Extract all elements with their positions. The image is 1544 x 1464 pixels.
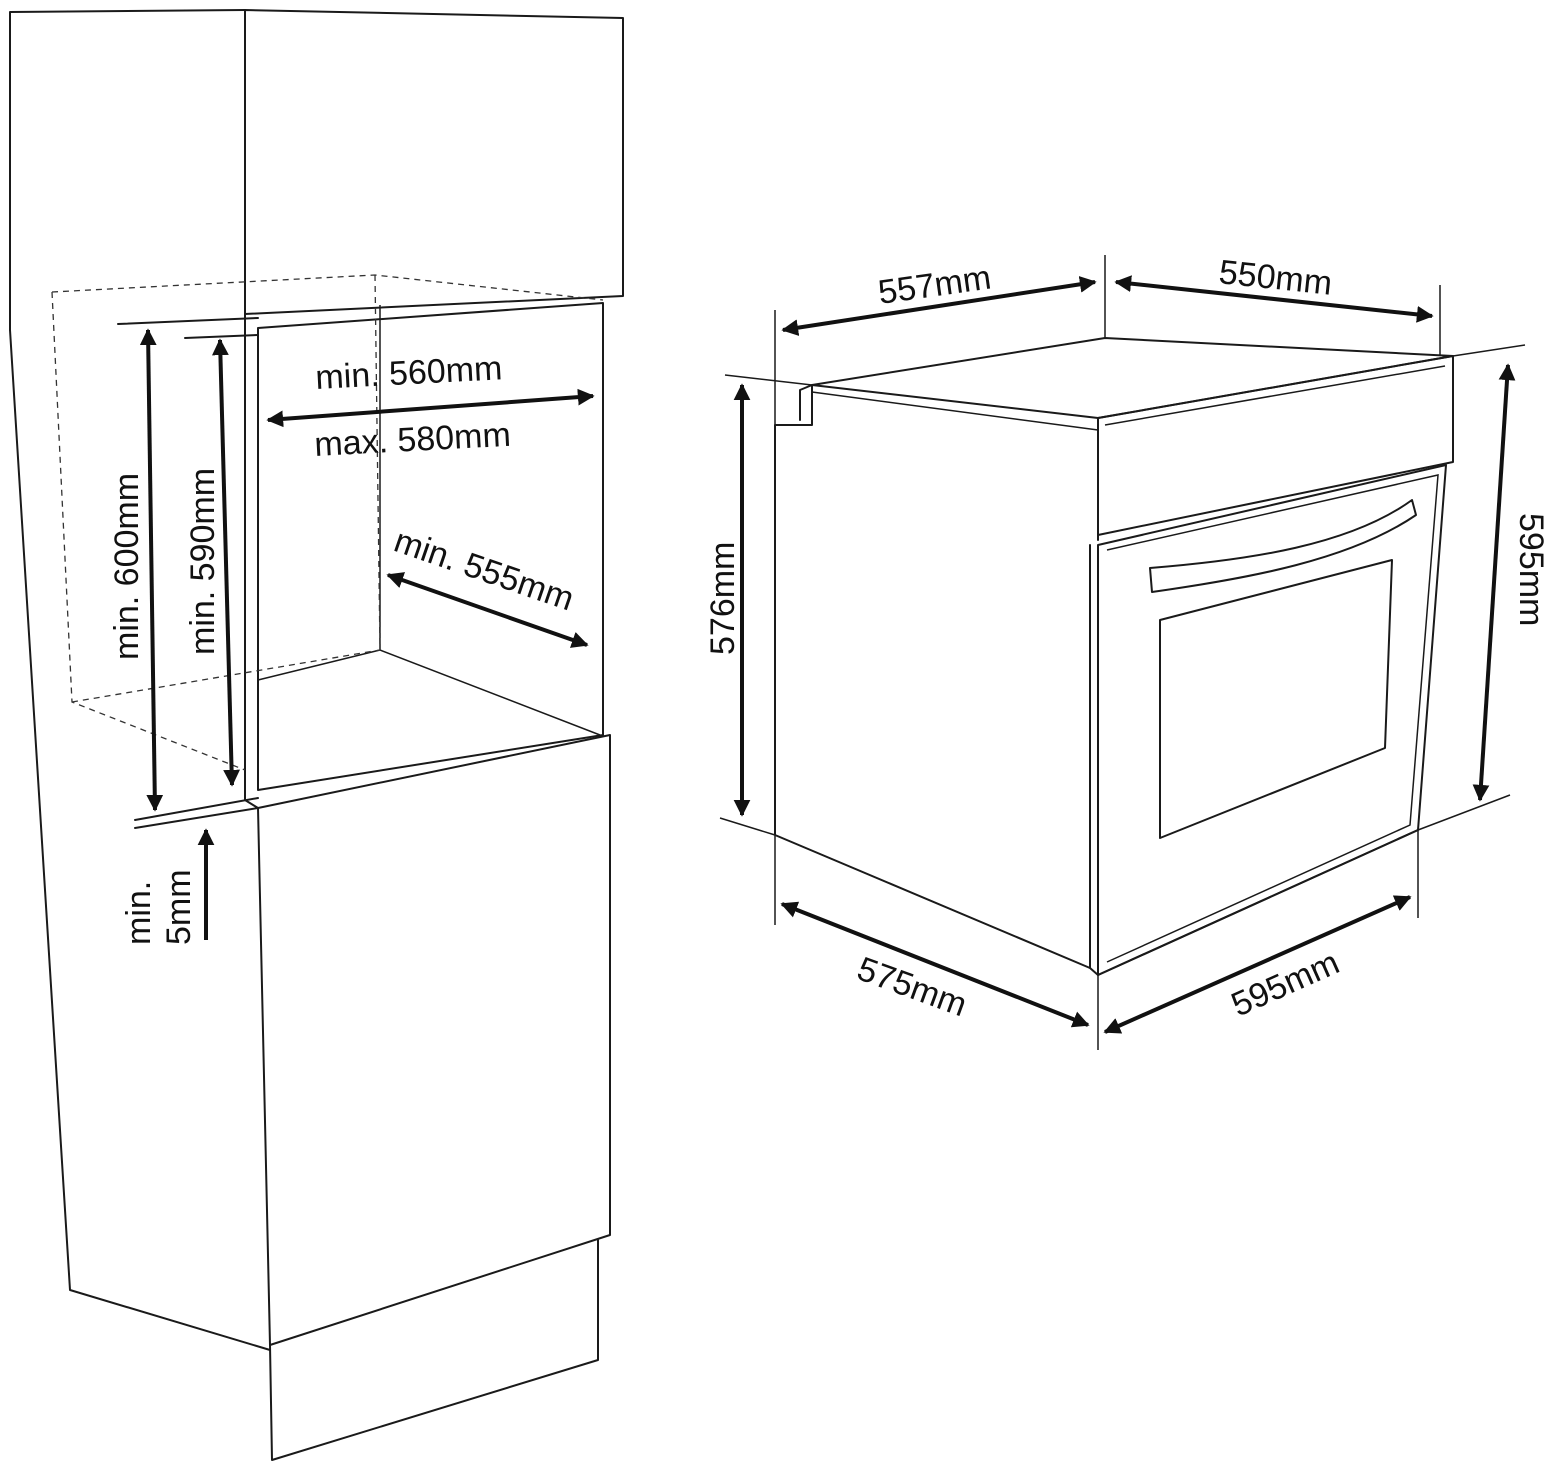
niche-dashed-outline: [51, 274, 604, 771]
bottom-depth-label: 575mm: [852, 950, 972, 1024]
bottom-width-label: 595mm: [1226, 943, 1345, 1024]
niche-width-arrow: [266, 388, 595, 428]
oven-control-panel: [1097, 355, 1454, 541]
niche-depth-label: min. 555mm: [389, 522, 578, 619]
top-depth-label: 557mm: [876, 259, 994, 312]
shelf-edge: [134, 797, 259, 829]
oven-top: [811, 337, 1454, 419]
niche-width-max-label: max. 580mm: [313, 416, 511, 464]
bottom-width-arrow: [1103, 895, 1412, 1034]
top-shelf-edge: [117, 317, 259, 339]
top-depth-arrow: [781, 275, 1097, 337]
oven-panel-lip: [1104, 365, 1446, 426]
cabinet-top-side: [9, 9, 246, 331]
lower-cabinet-plinth: [269, 1239, 599, 1461]
oven-door-inner: [1106, 474, 1439, 963]
oven-side: [774, 384, 1091, 969]
cabinet-side-panel: [9, 329, 271, 1351]
front-height-label: 595mm: [1512, 513, 1544, 626]
niche-height-inner-arrow: [212, 338, 240, 787]
niche-width-label: min. 560mm: [314, 349, 503, 397]
niche-height-outer-arrow: [139, 328, 164, 812]
gap-value-label: 5mm: [160, 869, 198, 945]
top-width-arrow: [1114, 275, 1434, 323]
niche-height-outer-label: min. 600mm: [108, 473, 146, 660]
oven-handle: [1149, 499, 1417, 593]
oven: [719, 255, 1526, 1050]
oven-side-top-edge: [811, 391, 1099, 431]
niche-frame: [244, 302, 604, 809]
oven-window: [1159, 559, 1393, 839]
gap-min-label: min.: [120, 881, 158, 945]
oven-door: [1097, 464, 1447, 976]
body-height-label: 576mm: [704, 542, 742, 655]
lower-cabinet-front: [257, 734, 611, 1346]
niche-height-inner-label: min. 590mm: [184, 468, 222, 655]
oven-extension-lines: [719, 255, 1526, 1050]
oven-bottom: [1089, 829, 1419, 976]
bottom-depth-arrow: [780, 901, 1090, 1028]
front-height-arrow: [1472, 363, 1516, 802]
cabinet-top-front: [244, 9, 624, 315]
niche-depth-arrow: [386, 572, 589, 648]
tall-cabinet: [9, 9, 624, 1461]
